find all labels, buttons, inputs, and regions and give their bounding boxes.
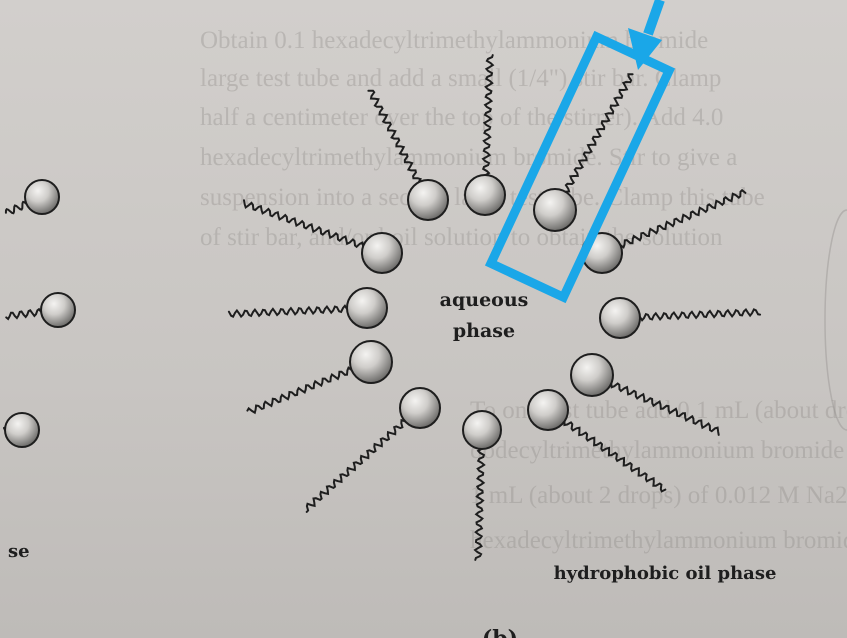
surfactant-molecule: [3, 412, 40, 448]
squiggle-tail-icon: [610, 382, 720, 436]
sphere-icon: [4, 412, 40, 448]
bleed-through-line: of stir bar, and/or boil solution to obt…: [200, 224, 723, 251]
bleed-through-line: hexadecyltrimethylammonium bromide. Stir…: [200, 144, 737, 171]
bleed-through-line: dodecyltrimethylammonium bromide micelle…: [470, 437, 847, 464]
sphere-icon: [407, 179, 449, 221]
sphere-icon: [349, 340, 393, 384]
sphere-icon: [570, 353, 614, 397]
sphere-icon: [599, 297, 641, 339]
bleed-through-line: large test tube and add a small (1/4") s…: [200, 65, 721, 92]
sphere-icon: [361, 232, 403, 274]
squiggle-tail-icon: [367, 89, 422, 184]
page-curve-mark: [824, 209, 847, 431]
surfactant-molecule: [570, 353, 720, 436]
highlight-box: [484, 30, 676, 304]
figure-label: (b): [482, 626, 518, 638]
label-phase: phase: [453, 320, 515, 342]
squiggle-tail-icon: [227, 304, 348, 319]
sphere-icon: [399, 387, 441, 429]
squiggle-tail-icon: [619, 188, 747, 249]
sphere-icon: [464, 174, 506, 216]
arrow-down-icon: [628, 0, 665, 70]
surfactant-molecule: [5, 292, 76, 328]
surfactant-molecule: [464, 54, 506, 216]
sphere-icon: [24, 179, 60, 215]
surfactant-molecule: [227, 287, 388, 329]
squiggle-tail-icon: [481, 54, 495, 176]
sphere-icon: [462, 410, 502, 450]
surfactant-molecule: [305, 387, 441, 513]
surfactant-molecule: [527, 389, 667, 493]
squiggle-tail-icon: [639, 307, 762, 322]
surfactant-molecule: [367, 89, 449, 221]
bleed-through-line: hexadecyltrimethylammonium bromide micel…: [470, 527, 847, 554]
surfactant-molecule: [599, 297, 762, 339]
squiggle-tail-icon: [5, 307, 43, 321]
bleed-through-text: Obtain 0.1 hexadecyltrimethylammonium br…: [200, 27, 847, 554]
surfactant-molecule: [533, 73, 634, 232]
squiggle-tail-icon: [305, 418, 406, 513]
surfactant-molecules: [3, 54, 762, 561]
sphere-icon: [527, 389, 569, 431]
squiggle-tail-icon: [564, 73, 634, 193]
highlight-annotation: [484, 0, 676, 304]
squiggle-tail-icon: [246, 366, 353, 415]
bleed-through-line: 1 mL (about 2 drops) of 0.012 M Na2S: [470, 482, 847, 509]
sphere-icon: [40, 292, 76, 328]
bleed-through-line: half a centimeter over the top of the st…: [200, 104, 723, 131]
sphere-icon: [346, 287, 388, 329]
label-aqueous: aqueous: [440, 289, 529, 311]
surfactant-molecule: [4, 179, 60, 215]
squiggle-tail-icon: [563, 420, 667, 493]
surfactant-molecule: [243, 199, 403, 274]
squiggle-tail-icon: [473, 448, 486, 561]
surfactant-molecule: [246, 340, 393, 415]
label-hydrophobic-oil-phase: hydrophobic oil phase: [554, 563, 777, 584]
squiggle-tail-icon: [243, 199, 365, 249]
bleed-through-line: To one test tube add 0.1 mL (about drops…: [470, 397, 847, 424]
surfactant-molecule: [462, 410, 502, 561]
sphere-icon: [533, 188, 577, 232]
squiggle-tail-icon: [4, 200, 28, 215]
label-phase-fragment: se: [8, 541, 30, 562]
